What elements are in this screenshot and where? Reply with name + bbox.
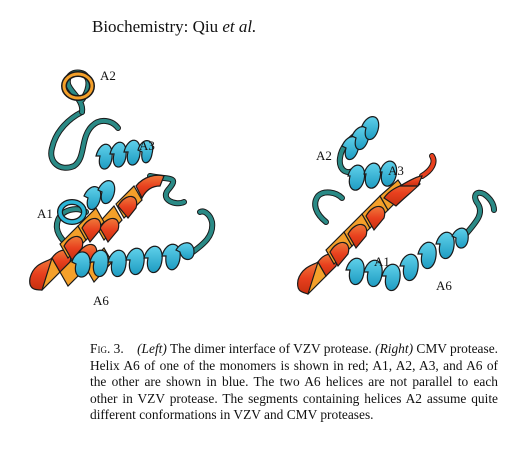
left-structure-vzv: A2 A3 A1 A6: [29, 68, 216, 308]
right-label-a2: A2: [316, 148, 332, 163]
left-tag: (Left): [137, 341, 167, 356]
left-label-a6: A6: [93, 293, 109, 308]
left-label-a1: A1: [37, 206, 53, 221]
right-helix-a2: [341, 116, 380, 161]
left-a2-loop: [61, 71, 95, 101]
left-helix-a3: [95, 139, 154, 170]
left-helix-a1: [57, 180, 116, 225]
caption-text-2: CMV protease. Helix A6 of one of the mon…: [90, 341, 498, 423]
right-structure-cmv: A2 A3 A1 A6: [297, 116, 497, 295]
caption-text-1: The dimer interface of VZV protease.: [169, 341, 372, 356]
left-coil: [48, 69, 216, 257]
et-al: et al.: [222, 17, 257, 36]
running-header: Biochemistry: Qiu et al.: [92, 17, 256, 37]
right-helix-a3: [347, 160, 398, 191]
right-label-a6: A6: [436, 278, 452, 293]
figure-number: Fig. 3.: [90, 341, 124, 356]
protein-figure: A2 A3 A1 A6: [29, 68, 497, 308]
left-helix-a6-blue: [71, 242, 195, 278]
journal-name: Biochemistry:: [92, 17, 189, 36]
right-helix-a6-red: [297, 175, 423, 295]
left-label-a2: A2: [100, 68, 116, 83]
left-label-a3: A3: [139, 138, 155, 153]
right-tag: (Right): [375, 341, 414, 356]
right-label-a3: A3: [388, 163, 404, 178]
figure-caption: Fig. 3. (Left) The dimer interface of VZ…: [90, 341, 498, 424]
right-helix-a1-a6-blue: [345, 227, 469, 292]
right-label-a1: A1: [374, 254, 390, 269]
right-coil: [312, 123, 497, 237]
author-name: Qiu: [192, 17, 219, 36]
